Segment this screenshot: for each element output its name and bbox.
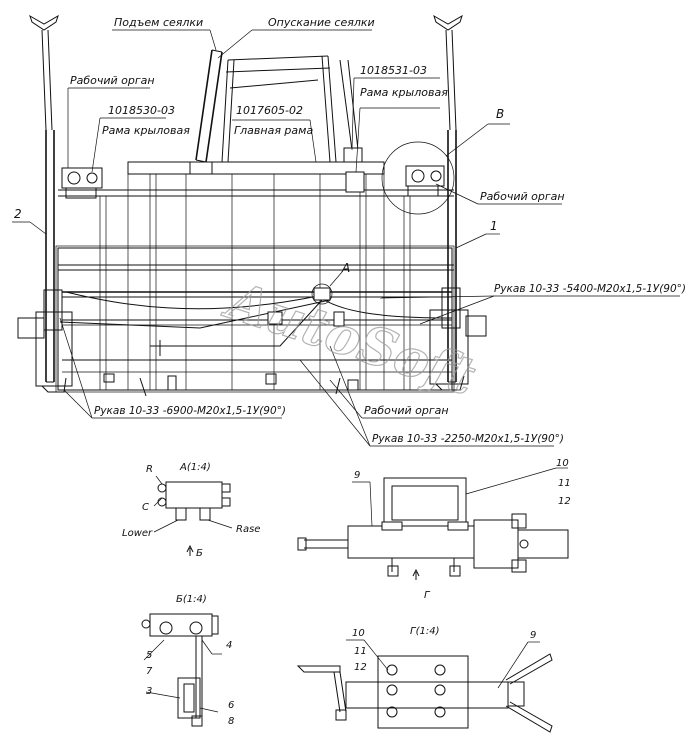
detail-b-pos-6: 6 bbox=[228, 700, 234, 711]
part-1018531-label: 1018531-03 bbox=[360, 64, 427, 77]
main-frame-label: Главная рама bbox=[234, 124, 313, 137]
detail-g-view: Г(1:4) 10 11 12 9 bbox=[296, 626, 553, 733]
lower-seeder-label: Опускание сеялки bbox=[268, 16, 375, 29]
view-b-letter: В bbox=[496, 107, 504, 121]
hose-2250-label: Рукав 10-33 -2250-М20х1,5-1У(90°) bbox=[372, 433, 564, 445]
detail-a-rase-label: Rase bbox=[236, 524, 260, 535]
detail-v-pos-12: 12 bbox=[558, 496, 571, 507]
position-2-label: 2 bbox=[14, 207, 22, 221]
position-1-label: 1 bbox=[490, 219, 498, 233]
wing-frame-left-label: Рама крыловая bbox=[102, 124, 190, 137]
wing-frame-right-label: Рама крыловая bbox=[360, 86, 448, 99]
raise-seeder-label: Подъем сеялки bbox=[114, 16, 203, 29]
hose-5400-label: Рукав 10-33 -5400-М20х1,5-1У(90°) bbox=[494, 283, 686, 295]
part-1017605-label: 1017605-02 bbox=[236, 104, 303, 117]
working-part-left-label: Рабочий орган bbox=[70, 74, 155, 87]
detail-a-view: А(1:4) R C Lower Rase Б bbox=[122, 462, 260, 559]
detail-a-r-label: R bbox=[146, 464, 153, 475]
detail-v-view: 9 10 11 12 Г bbox=[297, 458, 571, 601]
detail-a-title: А(1:4) bbox=[179, 462, 211, 473]
detail-g-pos-11: 11 bbox=[354, 646, 367, 657]
working-part-bottom-label: Рабочий орган bbox=[364, 404, 449, 417]
detail-b-title: Б(1:4) bbox=[176, 594, 207, 605]
detail-b-pos-8: 8 bbox=[228, 716, 234, 727]
detail-v-arrow-g: Г bbox=[424, 590, 431, 601]
detail-g-title: Г(1:4) bbox=[410, 626, 439, 637]
detail-a-lower-label: Lower bbox=[122, 528, 153, 539]
view-a-letter: А bbox=[341, 261, 350, 275]
detail-v-pos-9: 9 bbox=[354, 470, 360, 481]
detail-g-pos-12: 12 bbox=[354, 662, 367, 673]
detail-a-c-label: C bbox=[142, 502, 149, 513]
detail-g-pos-10: 10 bbox=[352, 628, 365, 639]
detail-b-pos-4: 4 bbox=[226, 640, 232, 651]
detail-v-pos-10: 10 bbox=[556, 458, 569, 469]
main-view: Подъем сеялки Опускание сеялки Рабочий о… bbox=[12, 14, 686, 447]
detail-v-pos-11: 11 bbox=[558, 478, 571, 489]
detail-b-pos-5: 5 bbox=[146, 650, 152, 661]
detail-b-pos-7: 7 bbox=[146, 666, 153, 677]
detail-a-arrow-b-label: Б bbox=[196, 548, 203, 559]
part-1018530-label: 1018530-03 bbox=[108, 104, 175, 117]
detail-b-pos-3: 3 bbox=[146, 686, 152, 697]
hose-6900-label: Рукав 10-33 -6900-М20х1,5-1У(90°) bbox=[94, 405, 286, 417]
detail-g-pos-9: 9 bbox=[530, 630, 536, 641]
detail-b-view: Б(1:4) 4 5 7 3 6 8 bbox=[141, 594, 234, 727]
working-part-right-label: Рабочий орган bbox=[480, 190, 565, 203]
